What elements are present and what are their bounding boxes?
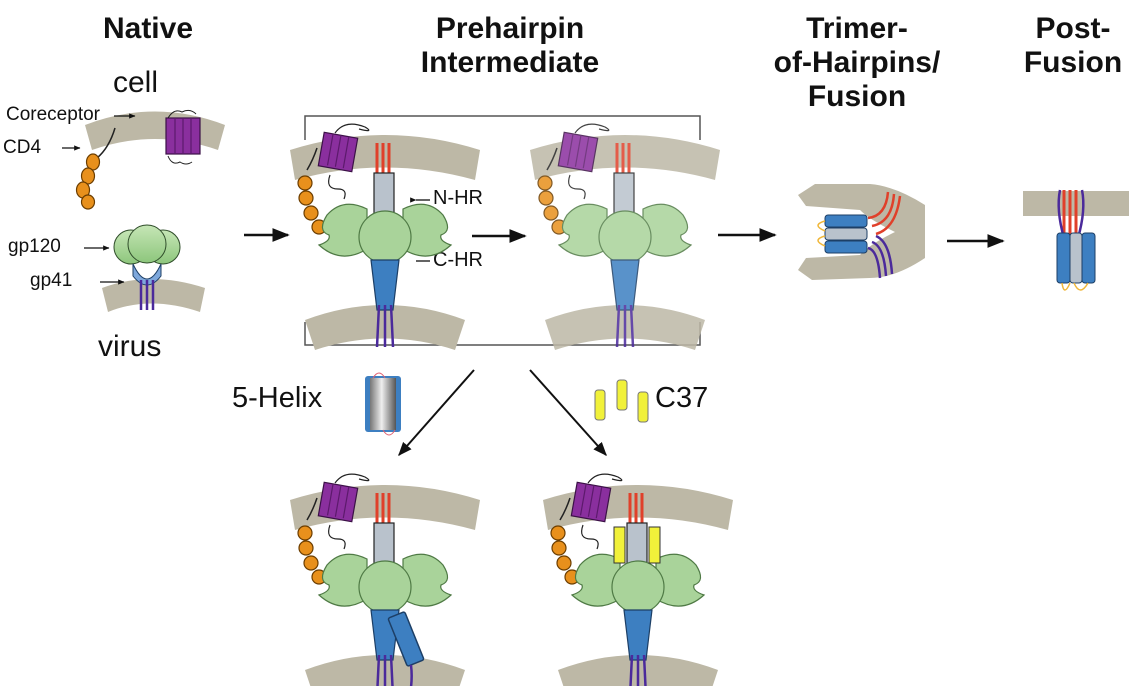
gp41-native (132, 263, 162, 310)
label-c37: C37 (655, 382, 709, 414)
native-stage (62, 109, 225, 312)
label-gp41: gp41 (30, 270, 73, 291)
label-5-helix: 5-Helix (232, 382, 323, 414)
header-trimer-line1: Trimer- (806, 12, 908, 45)
5-helix-bound-complex (288, 472, 482, 686)
cd4-tail (96, 127, 116, 159)
5-helix-icon (365, 372, 401, 436)
header-trimer-of-hairpins: Trimer- of-Hairpins/ Fusion (742, 12, 972, 114)
coreceptor-protein (165, 109, 201, 165)
header-post-line2: Fusion (1023, 46, 1123, 79)
cell-membrane (85, 111, 225, 150)
arrow-to-5-helix-inhibition (398, 369, 475, 457)
label-coreceptor: Coreceptor (6, 104, 100, 125)
cd4-protein (75, 153, 101, 210)
header-post-line1: Post- (1035, 12, 1111, 45)
c37-bound-complex (541, 472, 735, 686)
header-post-fusion: Post- Fusion (1010, 12, 1136, 80)
header-trimer-line2: of-Hairpins/ (773, 46, 941, 79)
label-cell: cell (113, 66, 159, 99)
header-prehairpin-line1: Prehairpin (435, 12, 585, 45)
gp120-trimer (113, 224, 181, 265)
prehairpin-complex-2 (528, 122, 722, 352)
prehairpin-complex-1 (288, 122, 482, 352)
header-native: Native (88, 12, 208, 46)
label-virus: virus (98, 330, 162, 363)
header-native-text: Native (102, 12, 194, 45)
label-chr: C-HR (433, 249, 483, 271)
label-nhr: N-HR (433, 187, 483, 209)
header-trimer-line3: Fusion (807, 80, 907, 113)
trimer-of-hairpins-complex (798, 184, 925, 280)
post-fusion-complex (1023, 189, 1129, 291)
arrow-to-c37-inhibition (529, 369, 607, 457)
header-prehairpin-line2: Intermediate (420, 46, 600, 79)
header-prehairpin: Prehairpin Intermediate (380, 12, 640, 80)
c37-icon (594, 379, 649, 423)
label-cd4: CD4 (3, 137, 42, 158)
label-gp120: gp120 (8, 236, 61, 257)
